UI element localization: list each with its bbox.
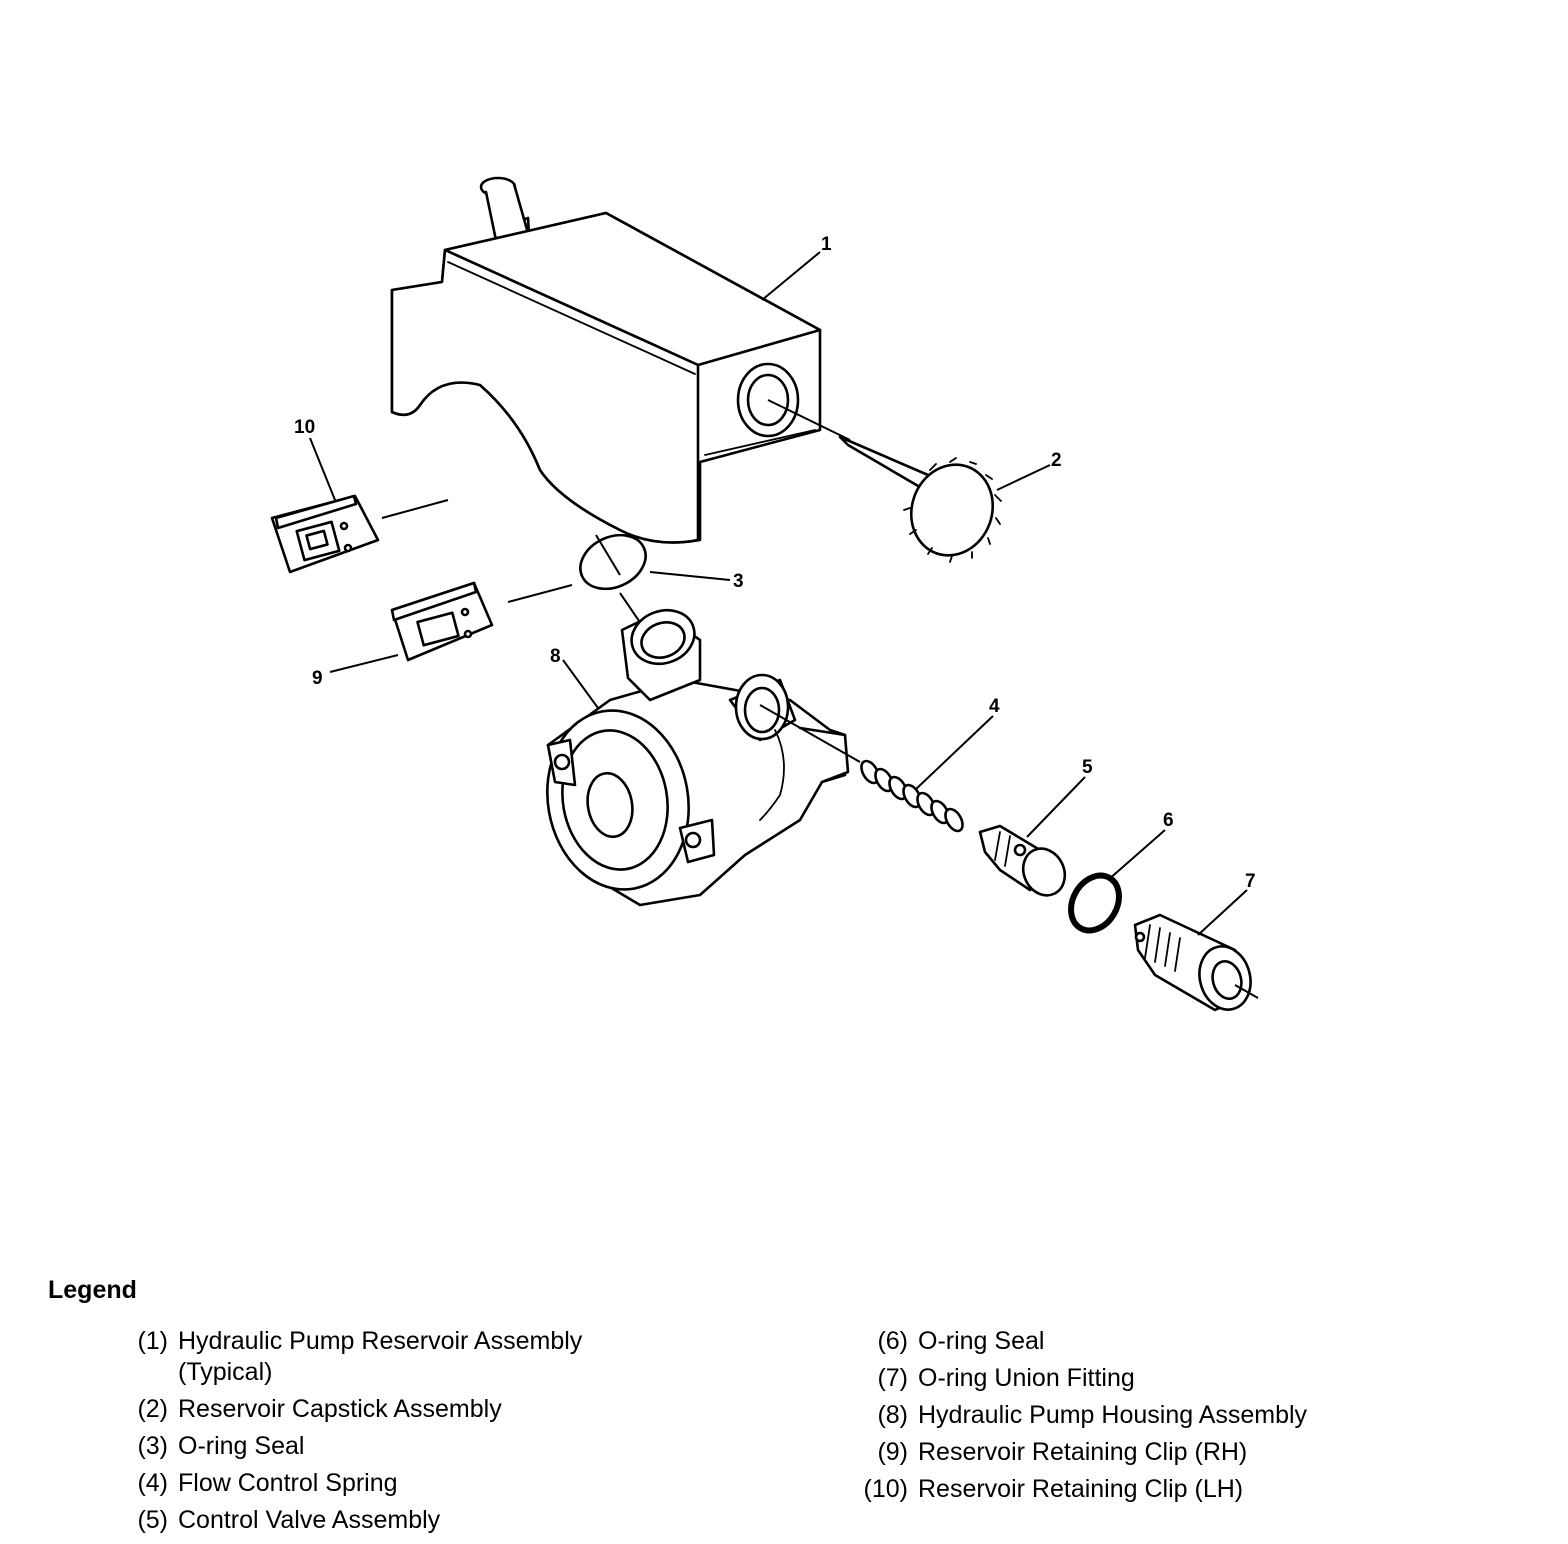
legend-text: Control Valve Assembly bbox=[178, 1506, 441, 1534]
legend-number: (9) bbox=[877, 1438, 908, 1466]
legend-item: (4) Flow Control Spring bbox=[100, 1468, 740, 1499]
legend-text: Reservoir Capstick Assembly bbox=[178, 1395, 502, 1423]
exploded-view-diagram: 1 2 3 4 5 6 7 8 9 10 bbox=[270, 176, 1259, 1012]
legend-item: (9) Reservoir Retaining Clip (RH) bbox=[840, 1437, 1480, 1468]
legend-item: (8) Hydraulic Pump Housing Assembly bbox=[840, 1400, 1480, 1431]
callout-6: 6 bbox=[1163, 810, 1174, 831]
legend-text: O-ring Seal bbox=[918, 1327, 1045, 1355]
callout-8: 8 bbox=[550, 646, 561, 667]
callout-4: 4 bbox=[989, 696, 1000, 717]
reservoir-capstick bbox=[767, 399, 1002, 563]
legend-item: (3) O-ring Seal bbox=[100, 1431, 740, 1462]
legend-number: (10) bbox=[863, 1475, 908, 1503]
reservoir-assembly bbox=[390, 176, 822, 544]
callout-5: 5 bbox=[1082, 757, 1093, 778]
callout-2: 2 bbox=[1051, 450, 1062, 471]
legend-number: (5) bbox=[137, 1506, 168, 1534]
legend-text: O-ring Seal bbox=[178, 1432, 305, 1460]
legend-number: (8) bbox=[877, 1401, 908, 1429]
flow-control-spring bbox=[860, 759, 964, 833]
legend-number: (4) bbox=[137, 1469, 168, 1497]
legend-column-right: (6) O-ring Seal (7) O-ring Union Fitting… bbox=[840, 1326, 1480, 1511]
callout-10: 10 bbox=[294, 417, 315, 438]
control-valve-assembly bbox=[978, 824, 1067, 897]
legend-item: (6) O-ring Seal bbox=[840, 1326, 1480, 1357]
legend-number: (6) bbox=[877, 1327, 908, 1355]
legend-item: (2) Reservoir Capstick Assembly bbox=[100, 1394, 740, 1425]
callout-7: 7 bbox=[1245, 871, 1256, 892]
legend-text-line: Hydraulic Pump Reservoir Assembly bbox=[178, 1327, 583, 1355]
legend-text: Reservoir Retaining Clip (RH) bbox=[918, 1438, 1248, 1466]
legend-item: (7) O-ring Union Fitting bbox=[840, 1363, 1480, 1394]
legend-item: (10) Reservoir Retaining Clip (LH) bbox=[840, 1474, 1480, 1505]
retaining-clip-lh bbox=[270, 494, 449, 574]
legend-text: Hydraulic Pump Housing Assembly bbox=[918, 1401, 1308, 1429]
leader-lines bbox=[309, 251, 1248, 936]
legend-title: Legend bbox=[48, 1276, 137, 1304]
pump-housing-assembly bbox=[546, 608, 861, 907]
legend-text: Reservoir Retaining Clip (LH) bbox=[918, 1475, 1244, 1503]
legend-text: Hydraulic Pump Reservoir Assembly (Typica… bbox=[178, 1326, 740, 1388]
o-ring-union-fitting bbox=[1133, 913, 1259, 1012]
legend-text: O-ring Union Fitting bbox=[918, 1364, 1135, 1392]
legend-item: (5) Control Valve Assembly bbox=[100, 1505, 740, 1536]
legend-number: (2) bbox=[137, 1395, 168, 1423]
callout-1: 1 bbox=[821, 234, 832, 255]
o-ring-seal-6 bbox=[1068, 872, 1122, 934]
legend-column-left: (1) Hydraulic Pump Reservoir Assembly (Ty… bbox=[100, 1326, 740, 1542]
legend-text-line-2: (Typical) bbox=[178, 1358, 273, 1386]
legend-item: (1) Hydraulic Pump Reservoir Assembly (Ty… bbox=[100, 1326, 740, 1388]
callout-9: 9 bbox=[312, 668, 323, 689]
retaining-clip-rh bbox=[390, 581, 573, 662]
legend-text: Flow Control Spring bbox=[178, 1469, 398, 1497]
legend-number: (3) bbox=[137, 1432, 168, 1460]
callout-3: 3 bbox=[733, 571, 744, 592]
legend-number: (7) bbox=[877, 1364, 908, 1392]
legend-number: (1) bbox=[137, 1327, 168, 1355]
